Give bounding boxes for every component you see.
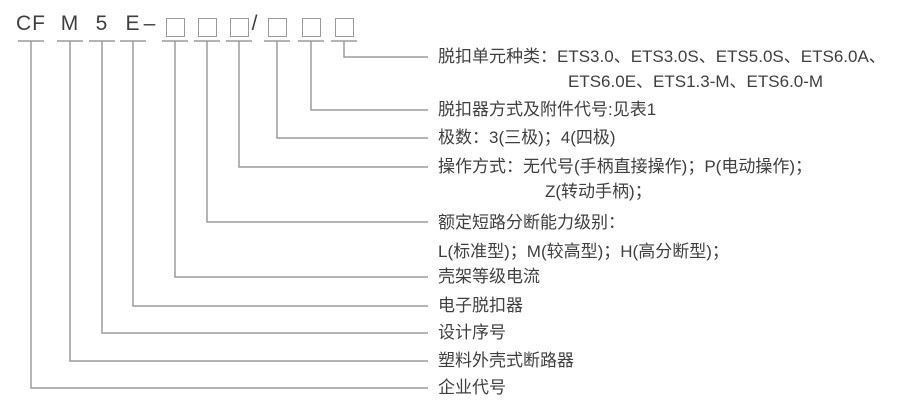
code-placeholder-box-6 [335,18,354,37]
code-placeholder-box-3 [230,18,249,37]
label-frame-current: 壳架等级电流 [438,267,540,286]
code-letter-m: M [60,12,80,35]
code-placeholder-box-5 [302,18,321,37]
connector-design-serial [89,40,428,334]
label-mccb: 塑料外壳式断路器 [438,351,574,370]
code-digit-5: 5 [95,12,109,35]
code-slash: / [251,12,259,35]
connector-poles [264,40,428,139]
label-trip-unit-type-line1: 脱扣单元种类：ETS3.0、ETS3.0S、ETS5.0S、ETS6.0A、 [438,47,886,66]
connector-frame-current [162,40,428,278]
code-letter-e: E [125,12,141,35]
label-poles: 极数：3(三极)；4(四极) [438,128,616,147]
label-trip-unit-type-line2: ETS6.0E、ETS1.3-M、ETS6.0-M [568,72,824,91]
connector-operation-mode [226,40,428,168]
label-operation-mode-line1: 操作方式：无代号(手柄直接操作)；P(电动操作)； [438,157,812,176]
connector-trip-unit-type [331,40,428,58]
label-breaking-capacity-line1: 额定短路分断能力级别： [438,213,625,232]
code-placeholder-box-4 [268,18,287,37]
code-dash: – [143,12,157,35]
connector-enterprise-code [18,40,428,389]
connector-mccb [57,40,428,362]
label-operation-mode-line2: Z(转动手柄)； [545,182,652,201]
connector-breaking-capacity [194,40,428,223]
label-design-serial: 设计序号 [438,323,506,342]
connector-release-accessory-code [298,40,428,111]
connector-electronic-release [120,40,428,307]
label-enterprise-code: 企业代号 [438,378,506,397]
code-placeholder-box-2 [198,18,217,37]
code-letter-cf: CF [16,12,46,35]
label-release-accessory-code: 脱扣器方式及附件代号:见表1 [438,100,657,119]
label-breaking-capacity-line2: L(标准型)；M(较高型)；H(高分断型)； [438,242,729,261]
code-placeholder-box-1 [166,18,185,37]
label-electronic-release: 电子脱扣器 [438,296,523,315]
